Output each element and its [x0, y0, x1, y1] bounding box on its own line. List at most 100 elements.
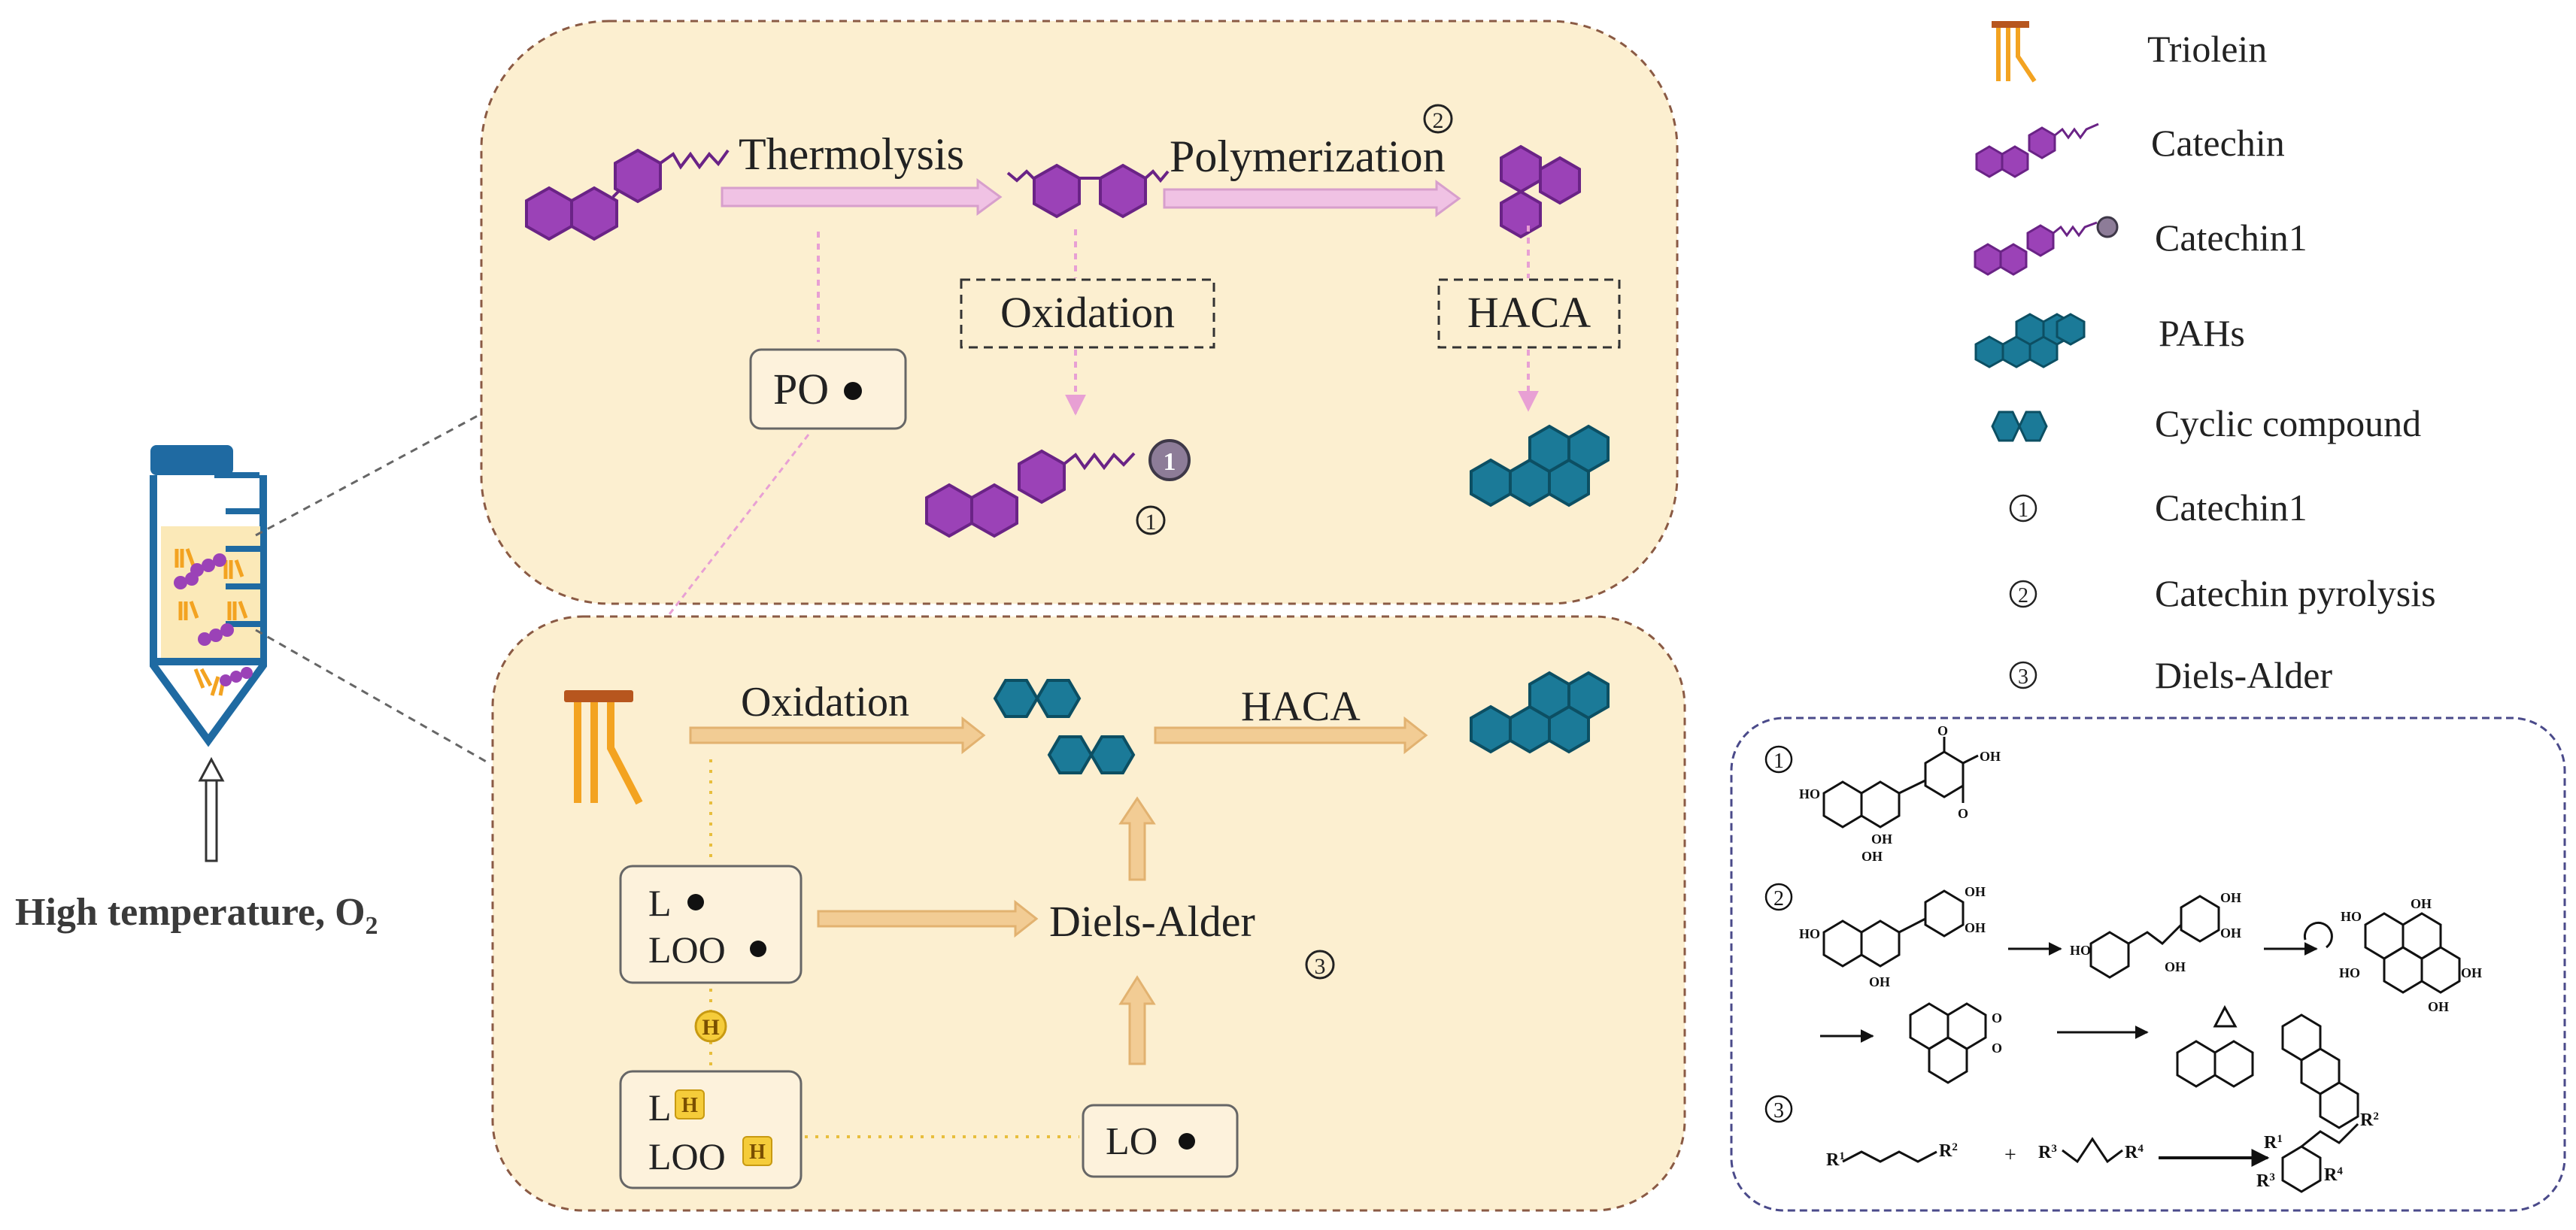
m1-oh-3: OH [1861, 849, 1883, 864]
oxidation-arrow-bottom [689, 716, 986, 755]
svg-text:LOO: LOO [648, 929, 726, 971]
svg-text:1: 1 [1145, 510, 1157, 535]
svg-text:2: 2 [2018, 584, 2028, 607]
legend: Triolein Catechin Catechin1 PAHs [1974, 21, 2436, 696]
m2-oh-6: OH [2165, 959, 2186, 974]
circled-1-icon: 1 [2009, 494, 2037, 523]
m1-o-2: O [1958, 806, 1968, 821]
catechin1-badge-icon: 1 [1148, 439, 1191, 481]
catechin-icon [1975, 123, 2099, 178]
m2-ho-3: HO [2341, 909, 2362, 924]
catechin-molecule [525, 148, 730, 241]
pahs-icon [1974, 313, 2086, 368]
m3-r1-left: R1 [1826, 1150, 1845, 1170]
m3-plus: + [2004, 1144, 2016, 1167]
mechanism-1-number: 1 [1773, 750, 1784, 773]
triolein-icon [1992, 21, 2037, 83]
oxidation-box: Oxidation [960, 278, 1215, 349]
oxidation-label-bottom: Oxidation [741, 679, 909, 726]
svg-text:LOO: LOO [648, 1135, 726, 1177]
legend-label-cyclic-compound: Cyclic compound [2155, 402, 2421, 444]
svg-text:3: 3 [1315, 954, 1326, 979]
legend-label-step-3: Diels-Alder [2155, 654, 2332, 696]
m3-r2-left: R2 [1939, 1141, 1958, 1161]
m2-oh-1: OH [1965, 884, 1986, 899]
lipid-oxidation-panel [491, 615, 1686, 1212]
step-2-marker: 2 [1423, 104, 1453, 134]
m2-ho-1: HO [1799, 926, 1820, 941]
mechanism-1 [1764, 737, 1979, 829]
m2-oh-5: OH [2220, 926, 2241, 941]
m2-oh-8: OH [2461, 965, 2482, 980]
m3-r3-left: R3 [2038, 1143, 2057, 1162]
pahs-molecule-bottom [1470, 671, 1610, 754]
mechanism-3 [1764, 1095, 2359, 1193]
svg-text:PO: PO [773, 365, 829, 414]
m2-o-1: O [1992, 1010, 2002, 1026]
svg-text:2: 2 [1433, 108, 1444, 133]
haca-label-bottom: HACA [1241, 683, 1361, 730]
legend-label-step-1: Catechin1 [2155, 486, 2307, 529]
svg-text:H: H [749, 1141, 766, 1164]
svg-text:Oxidation: Oxidation [1000, 288, 1175, 337]
svg-text:1: 1 [1164, 448, 1176, 476]
legend-label-pahs: PAHs [2159, 312, 2245, 354]
step-3-marker: 3 [1305, 950, 1335, 980]
m2-ho-2: HO [2070, 943, 2091, 958]
m2-ho-4: HO [2339, 965, 2360, 980]
zoom-line [255, 408, 490, 537]
svg-text:H: H [702, 1015, 719, 1040]
m2-oh-7: OH [2411, 896, 2432, 911]
circled-2-icon: 2 [2009, 580, 2037, 608]
svg-text:3: 3 [2018, 665, 2028, 689]
pahs-molecule [1470, 424, 1610, 507]
svg-text:LO: LO [1106, 1120, 1158, 1163]
centrifuge-tube [150, 445, 267, 862]
lo-radical-box: LO [1082, 1104, 1239, 1178]
m2-oh-3: OH [1869, 974, 1890, 989]
catechin1-molecule [925, 449, 1136, 538]
catechin-pyrolysis-panel [480, 20, 1679, 605]
thermolysis-arrow [721, 178, 1003, 216]
cyclic-compound-icon [1991, 411, 2048, 442]
svg-text:HACA: HACA [1467, 288, 1591, 337]
lipid-hydroperoxide-box: L H LOO H [619, 1070, 803, 1189]
diels-alder-up-arrow [1118, 796, 1156, 881]
m2-oh-4: OH [2220, 890, 2241, 905]
to-diels-alder-arrow [817, 899, 1039, 938]
po-radical-box: PO [749, 348, 907, 430]
m2-oh-9: OH [2428, 999, 2449, 1014]
svg-text:L: L [648, 882, 672, 924]
circled-3-icon: 3 [2009, 661, 2037, 689]
m3-r2-right: R2 [2360, 1110, 2379, 1130]
haca-arrow-bottom [1154, 716, 1428, 755]
lo-up-arrow [1118, 975, 1156, 1065]
m3-r1-right: R1 [2264, 1133, 2283, 1153]
catechin-fragment-molecule [1006, 163, 1170, 219]
m3-r4-left: R4 [2125, 1143, 2144, 1162]
legend-label-triolein: Triolein [2147, 28, 2267, 70]
svg-text:H: H [681, 1094, 698, 1117]
m1-oh-2: OH [1871, 832, 1892, 847]
thermolysis-label: Thermolysis [739, 129, 964, 179]
m2-oh-2: OH [1965, 920, 1986, 935]
m1-o-1: O [1937, 723, 1948, 738]
mechanisms-box [1730, 716, 2566, 1212]
triolein-molecule [564, 690, 643, 805]
m1-ho: HO [1799, 786, 1820, 801]
hydrogen-atom-icon: H [694, 1010, 727, 1043]
m2-o-2: O [1992, 1041, 2002, 1056]
legend-label-step-2: Catechin pyrolysis [2155, 572, 2436, 614]
step-1-marker: 1 [1136, 505, 1166, 535]
m1-oh-1: OH [1980, 749, 2001, 764]
mechanism-2-number: 2 [1773, 887, 1784, 910]
mechanism-3-number: 3 [1773, 1099, 1784, 1122]
diels-alder-label: Diels-Alder [1049, 897, 1255, 946]
svg-text:1: 1 [2018, 498, 2028, 522]
haca-box-top: HACA [1437, 278, 1621, 349]
legend-label-catechin: Catechin [2151, 122, 2285, 164]
heat-up-arrow-icon [198, 756, 225, 862]
zoom-line [255, 629, 490, 765]
mechanism-2 [1764, 883, 2461, 1129]
